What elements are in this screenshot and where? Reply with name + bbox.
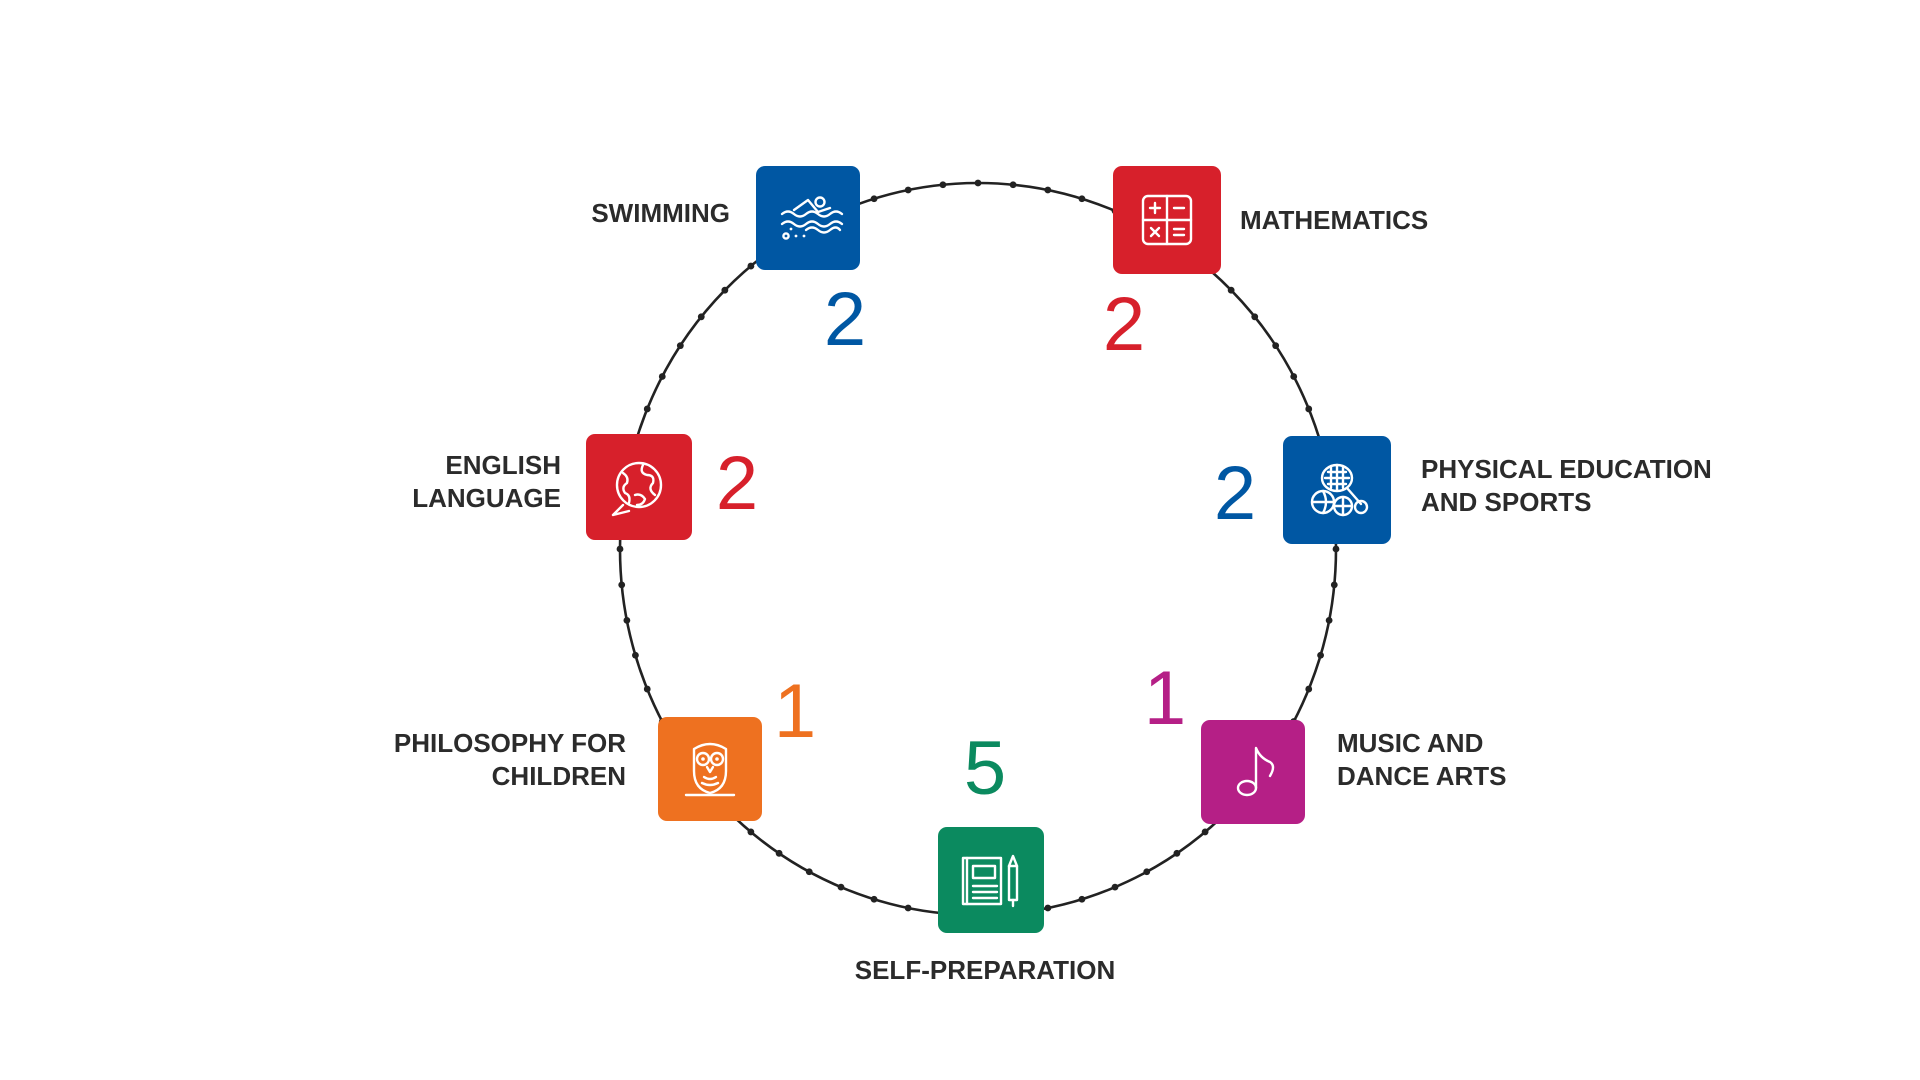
mathematics-label-line: MATHEMATICS bbox=[1240, 205, 1428, 235]
ring-dot bbox=[1044, 904, 1052, 912]
subject-node-mathematics: 2 MATHEMATICS bbox=[1103, 166, 1428, 367]
ring-dot bbox=[775, 849, 783, 857]
ring-dot bbox=[904, 186, 912, 194]
philosophy-tile bbox=[658, 717, 762, 821]
ring-dot bbox=[632, 651, 639, 659]
english-label-line: ENGLISH bbox=[445, 450, 561, 480]
ring-dot bbox=[974, 179, 982, 187]
ring-dot bbox=[747, 262, 755, 270]
ring-dot bbox=[747, 828, 755, 836]
physical-education-hours: 2 bbox=[1214, 451, 1256, 536]
ring-dot bbox=[805, 868, 813, 876]
ring-dot bbox=[676, 342, 684, 350]
ring-dot bbox=[1173, 849, 1181, 857]
sports-balls-icon bbox=[1310, 463, 1369, 517]
english-label-line: LANGUAGE bbox=[412, 483, 561, 513]
ring-dot bbox=[1272, 342, 1280, 350]
ring-dot bbox=[1201, 828, 1209, 836]
ring-dot bbox=[1227, 286, 1235, 294]
ring-dot bbox=[837, 883, 845, 891]
ring-dot bbox=[1078, 195, 1086, 203]
ring-dot bbox=[1305, 685, 1313, 693]
swimming-label-line: SWIMMING bbox=[591, 198, 730, 228]
ring-dot bbox=[939, 181, 947, 189]
self-preparation-label-line: SELF-PREPARATION bbox=[855, 955, 1115, 985]
ring-dot bbox=[616, 545, 624, 553]
ring-dot bbox=[1009, 181, 1017, 189]
swimming-hours: 2 bbox=[824, 277, 866, 362]
music-note-icon bbox=[1236, 746, 1275, 797]
globe-chat-icon bbox=[611, 461, 663, 517]
ring-dot bbox=[1317, 651, 1324, 659]
ring-dot bbox=[1305, 405, 1313, 413]
swimming-tile bbox=[756, 166, 860, 270]
ring-dot bbox=[643, 405, 651, 413]
ring-dot bbox=[1290, 373, 1298, 380]
calculator-icon bbox=[1141, 194, 1193, 246]
ring-dot bbox=[643, 685, 651, 693]
ring-dot bbox=[904, 904, 912, 912]
music-hours: 1 bbox=[1144, 656, 1186, 741]
music-label-line: DANCE ARTS bbox=[1337, 761, 1506, 791]
self-preparation-tile bbox=[938, 827, 1044, 933]
physical-education-label-line: AND SPORTS bbox=[1421, 487, 1591, 517]
philosophy-label-line: PHILOSOPHY FOR bbox=[394, 728, 626, 758]
ring-dot bbox=[623, 617, 631, 624]
self-preparation-hours: 5 bbox=[964, 726, 1006, 811]
mathematics-hours: 2 bbox=[1103, 282, 1145, 367]
ring-dot bbox=[1325, 617, 1333, 624]
philosophy-hours: 1 bbox=[774, 669, 816, 754]
english-tile bbox=[586, 434, 692, 540]
ring-dot bbox=[870, 895, 878, 903]
ring-dot bbox=[1044, 186, 1052, 194]
swimmer-icon bbox=[780, 196, 844, 240]
ring-dot bbox=[721, 286, 729, 294]
ring-dot bbox=[697, 313, 705, 321]
english-hours: 2 bbox=[716, 441, 758, 526]
physical-education-label-line: PHYSICAL EDUCATION bbox=[1421, 454, 1712, 484]
music-tile bbox=[1201, 720, 1305, 824]
ring-dot bbox=[1332, 545, 1340, 553]
music-label-line: MUSIC AND bbox=[1337, 728, 1483, 758]
ring-dot bbox=[1111, 883, 1119, 891]
subject-node-swimming: 2 SWIMMING bbox=[591, 166, 866, 362]
ring-dot bbox=[1251, 313, 1259, 321]
philosophy-label-line: CHILDREN bbox=[492, 761, 626, 791]
ring-dot bbox=[870, 195, 878, 203]
ring-dot bbox=[1143, 868, 1151, 876]
book-pencil-icon bbox=[961, 854, 1019, 908]
owl-icon bbox=[684, 742, 736, 797]
ring-dot bbox=[618, 581, 626, 589]
ring-dot bbox=[658, 373, 666, 380]
ring-dot bbox=[1078, 895, 1086, 903]
ring-dot bbox=[1330, 581, 1338, 589]
